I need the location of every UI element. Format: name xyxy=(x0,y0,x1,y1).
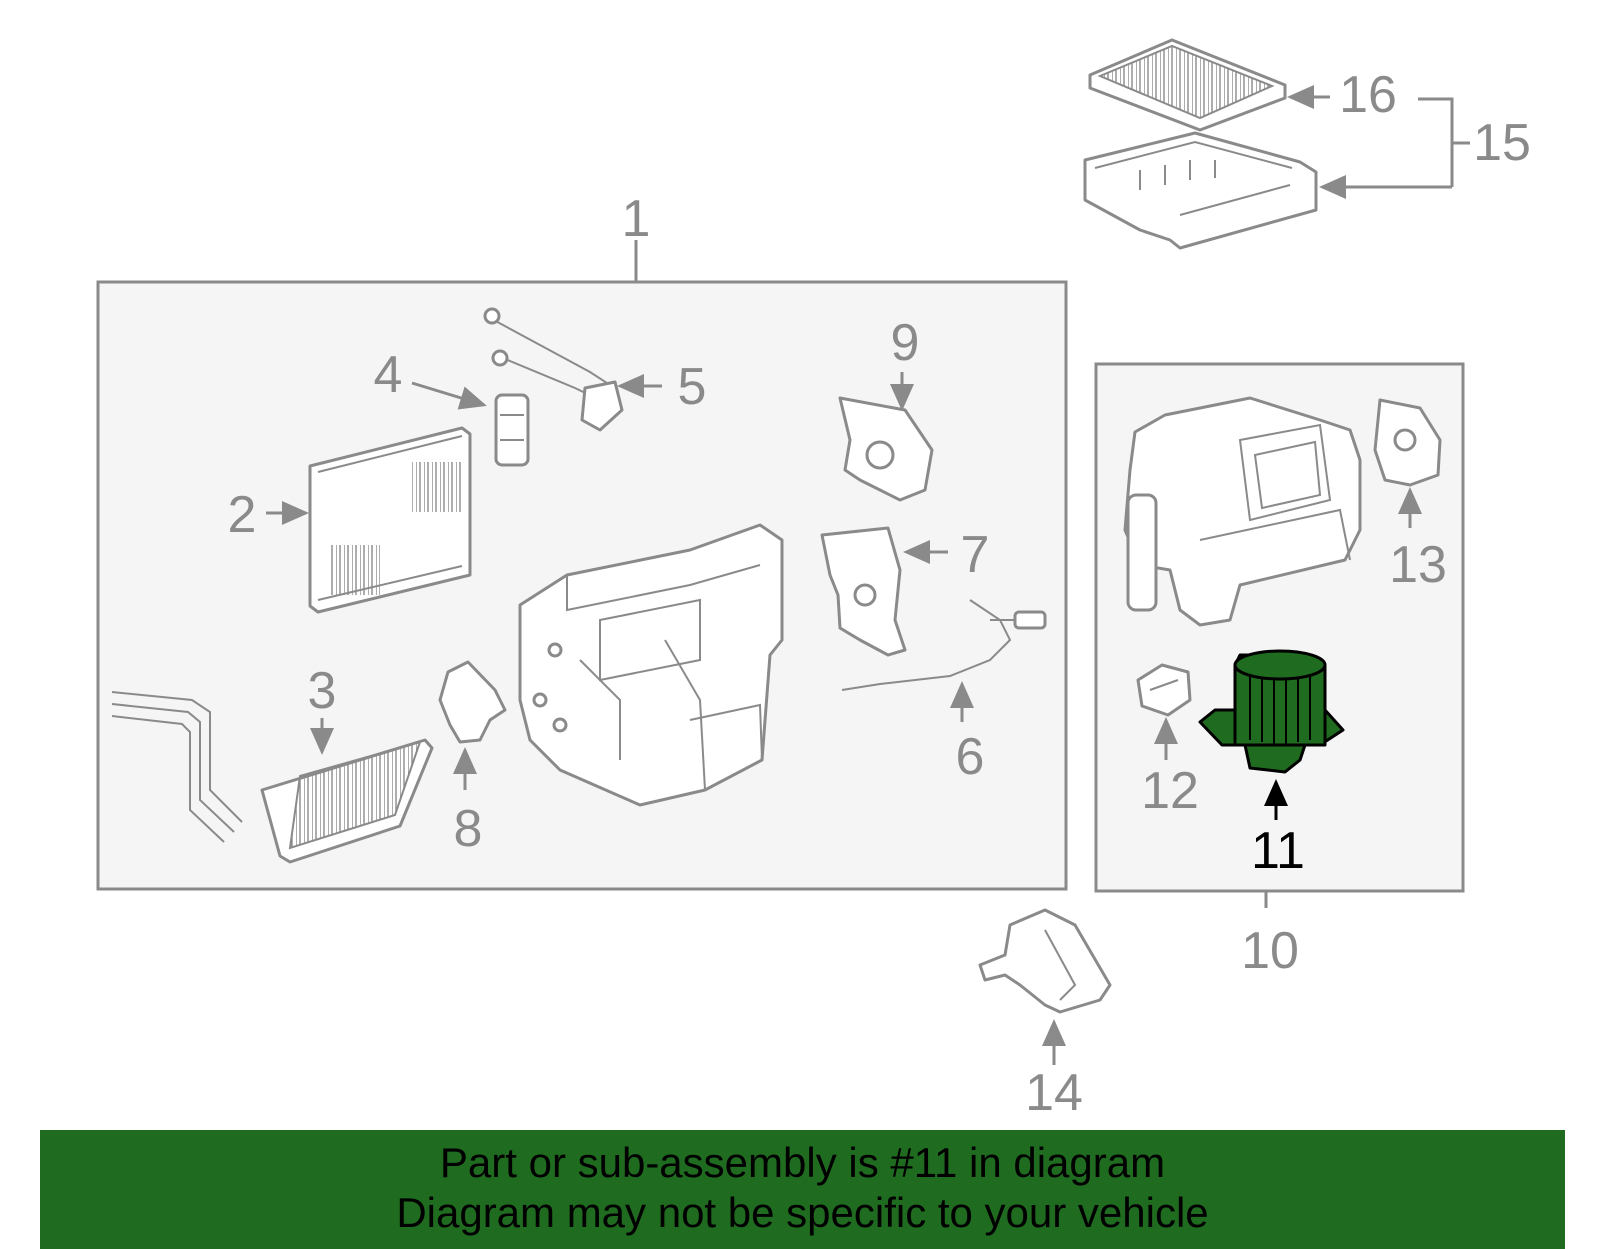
part-3-heater-core xyxy=(111,691,434,864)
callout-11: 11 xyxy=(1251,822,1305,880)
part-6-sensor xyxy=(841,599,1047,691)
info-banner: Part or sub-assembly is #11 in diagram D… xyxy=(40,1130,1565,1249)
banner-line-1: Part or sub-assembly is #11 in diagram xyxy=(439,1139,1166,1186)
callout-4: 4 xyxy=(374,346,403,404)
part-5-ac-tubes xyxy=(483,307,624,432)
callout-13: 13 xyxy=(1389,536,1447,594)
blower-case xyxy=(1123,396,1362,627)
callout-15: 15 xyxy=(1473,114,1531,172)
callout-1: 1 xyxy=(622,190,651,248)
callout-5: 5 xyxy=(678,358,707,416)
callout-3: 3 xyxy=(308,662,337,720)
callout-6: 6 xyxy=(956,728,985,786)
callout-9: 9 xyxy=(891,314,920,372)
callout-7: 7 xyxy=(961,526,990,584)
part-9-actuator xyxy=(838,396,934,502)
main-hvac-case xyxy=(518,523,784,807)
part-16-filter xyxy=(1088,38,1287,132)
part-12-resistor xyxy=(1136,663,1192,717)
part-7-actuator xyxy=(820,526,907,657)
banner-line-2: Diagram may not be specific to your vehi… xyxy=(396,1189,1209,1236)
part-4-expansion-valve xyxy=(494,393,530,467)
callout-14: 14 xyxy=(1025,1064,1083,1122)
part-15-filter-case xyxy=(1083,131,1318,250)
part-2-evaporator xyxy=(308,426,472,614)
callout-8: 8 xyxy=(454,800,483,858)
callout-10: 10 xyxy=(1241,922,1299,980)
part-14-duct xyxy=(978,908,1112,1014)
part-8-actuator xyxy=(438,660,507,744)
callout-2: 2 xyxy=(228,486,257,544)
callout-16: 16 xyxy=(1339,66,1397,124)
part-11-blower-motor xyxy=(1198,649,1345,774)
part-13-actuator xyxy=(1373,398,1442,487)
callout-12: 12 xyxy=(1141,762,1199,820)
